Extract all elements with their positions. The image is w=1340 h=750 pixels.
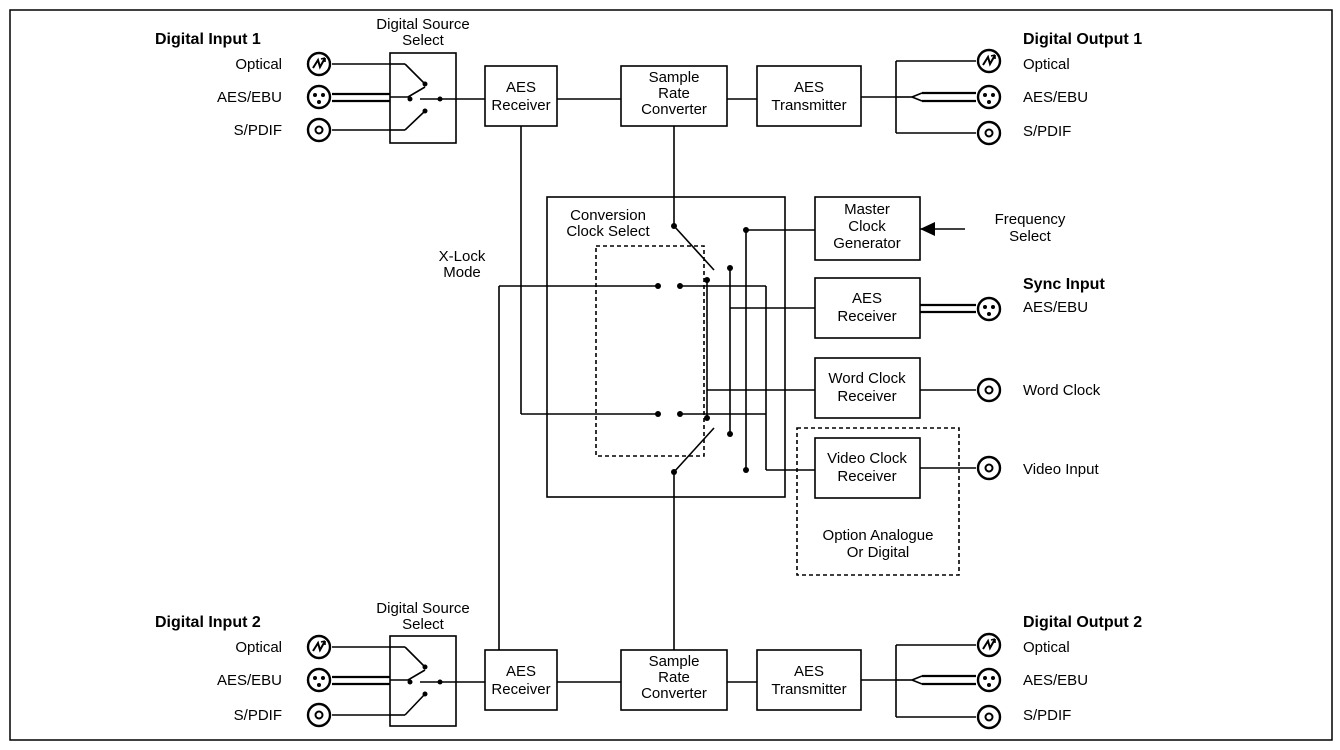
word-clock-bnc-icon — [976, 377, 1002, 403]
aes-transmitter-bottom-label-line2: Transmitter — [771, 681, 846, 698]
digital-source-select-2-label-line1: Digital Source — [376, 600, 469, 617]
video-input-label: Video Input — [1023, 461, 1099, 478]
digital-output-1-spdif-icon — [976, 120, 1002, 146]
digital-source-select-1-box — [389, 52, 457, 144]
src-top-label-line1: Sample — [649, 69, 700, 86]
src-top-label-line3: Converter — [641, 101, 707, 118]
aes-receiver-bottom-label-line2: Receiver — [491, 681, 550, 698]
aes-transmitter-top-box — [756, 65, 862, 127]
word-clock-receiver-label-line2: Receiver — [837, 388, 896, 405]
digital-output-1-optical-icon — [976, 48, 1002, 74]
digital-source-select-2-box — [389, 635, 457, 727]
x-lock-mode-label-line2: Mode — [443, 264, 481, 281]
sync-input-aes-ebu-label: AES/EBU — [1023, 299, 1088, 316]
digital-output-2-spdif-label: S/PDIF — [1023, 707, 1071, 724]
video-clock-receiver-label-line2: Receiver — [837, 468, 896, 485]
digital-input-2-aes-ebu-label: AES/EBU — [217, 672, 282, 689]
x-lock-mode-label-line1: X-Lock — [439, 248, 486, 265]
option-analogue-label-line1: Option Analogue — [823, 527, 934, 544]
aes-transmitter-bottom-box — [756, 649, 862, 711]
word-clock-receiver-box — [814, 357, 921, 419]
digital-input-1-title: Digital Input 1 — [155, 31, 261, 48]
word-clock-receiver-label-line1: Word Clock — [828, 370, 906, 387]
digital-input-1-aes-ebu-label: AES/EBU — [217, 89, 282, 106]
sync-aes-receiver-label-line2: Receiver — [837, 308, 896, 325]
master-clock-label-line1: Master — [844, 201, 890, 218]
digital-input-2-optical-icon — [306, 634, 332, 660]
outer-frame — [9, 9, 1333, 741]
conversion-clock-select-box — [546, 196, 786, 498]
digital-input-2-spdif-label: S/PDIF — [234, 707, 282, 724]
digital-input-2-optical-label: Optical — [235, 639, 282, 656]
master-clock-label-line3: Generator — [833, 235, 901, 252]
src-bottom-label-line2: Rate — [658, 669, 690, 686]
digital-output-1-aes-ebu-label: AES/EBU — [1023, 89, 1088, 106]
digital-output-2-title: Digital Output 2 — [1023, 614, 1142, 631]
digital-input-2-title: Digital Input 2 — [155, 614, 261, 631]
frequency-select-label-line1: Frequency — [995, 211, 1066, 228]
aes-receiver-bottom-box — [484, 649, 558, 711]
aes-transmitter-bottom-label-line1: AES — [794, 663, 824, 680]
sync-aes-receiver-label-line1: AES — [852, 290, 882, 307]
aes-transmitter-top-label-line1: AES — [794, 79, 824, 96]
aes-receiver-top-label-line2: Receiver — [491, 97, 550, 114]
digital-output-1-title: Digital Output 1 — [1023, 31, 1142, 48]
digital-output-1-aes-ebu-icon — [976, 84, 1002, 110]
aes-receiver-bottom-label-line1: AES — [506, 663, 536, 680]
digital-output-2-optical-icon — [976, 632, 1002, 658]
master-clock-generator-box — [814, 196, 921, 261]
aes-receiver-top-label-line1: AES — [506, 79, 536, 96]
digital-input-1-spdif-icon — [306, 117, 332, 143]
frequency-select-label-line2: Select — [1009, 228, 1052, 245]
video-input-bnc-icon — [976, 455, 1002, 481]
digital-source-select-1-label-line1: Digital Source — [376, 16, 469, 33]
src-top-label-line2: Rate — [658, 85, 690, 102]
digital-input-1-optical-icon — [306, 51, 332, 77]
digital-input-1-spdif-label: S/PDIF — [234, 122, 282, 139]
ganged-switch-dashed-outline — [595, 245, 705, 457]
conversion-clock-select-label-line1: Conversion — [570, 207, 646, 224]
master-clock-label-line2: Clock — [848, 218, 886, 235]
digital-output-2-optical-label: Optical — [1023, 639, 1070, 656]
aes-transmitter-top-label-line2: Transmitter — [771, 97, 846, 114]
sync-input-title: Sync Input — [1023, 276, 1105, 293]
digital-output-1-spdif-label: S/PDIF — [1023, 123, 1071, 140]
digital-output-1-optical-label: Optical — [1023, 56, 1070, 73]
src-bottom-label-line1: Sample — [649, 653, 700, 670]
digital-output-2-spdif-icon — [976, 704, 1002, 730]
digital-input-1-optical-label: Optical — [235, 56, 282, 73]
src-bottom-label-line3: Converter — [641, 685, 707, 702]
aes-receiver-top-box — [484, 65, 558, 127]
frequency-select-arrow-icon — [920, 222, 935, 236]
sample-rate-converter-bottom-box — [620, 649, 728, 711]
digital-input-2-spdif-icon — [306, 702, 332, 728]
digital-output-2-aes-ebu-icon — [976, 667, 1002, 693]
sample-rate-converter-top-box — [620, 65, 728, 127]
digital-source-select-2-label-line2: Select — [402, 616, 445, 633]
option-analogue-label-line2: Or Digital — [847, 544, 910, 561]
word-clock-label: Word Clock — [1023, 382, 1101, 399]
sync-input-aes-ebu-icon — [976, 296, 1002, 322]
digital-input-2-aes-ebu-icon — [306, 667, 332, 693]
digital-input-1-aes-ebu-icon — [306, 84, 332, 110]
digital-output-2-aes-ebu-label: AES/EBU — [1023, 672, 1088, 689]
digital-source-select-1-label-line2: Select — [402, 32, 445, 49]
video-clock-receiver-label-line1: Video Clock — [827, 450, 907, 467]
sync-aes-receiver-box — [814, 277, 921, 339]
option-analogue-digital-dashed-outline — [796, 427, 960, 576]
conversion-clock-select-label-line2: Clock Select — [566, 223, 650, 240]
